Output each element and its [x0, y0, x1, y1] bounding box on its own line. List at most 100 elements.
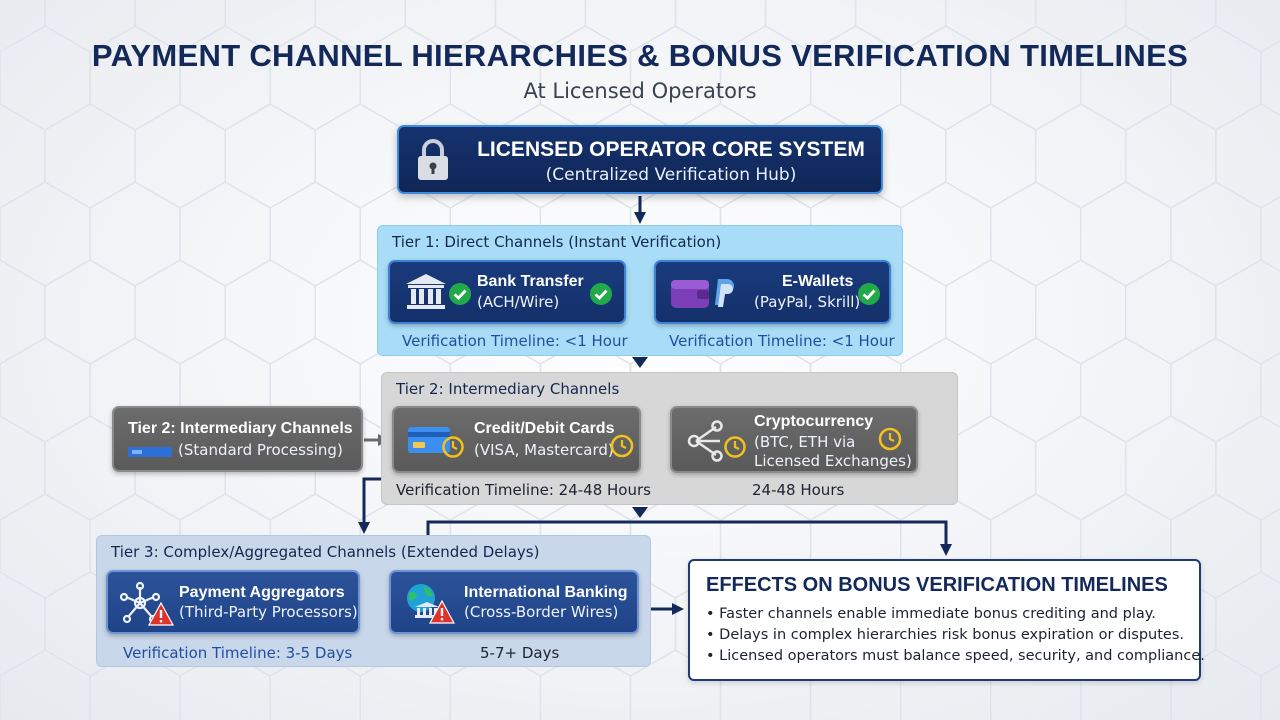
credit-debit-detail: (VISA, Mastercard) — [474, 441, 614, 459]
tier2-title: Tier 2: Intermediary Channels — [396, 380, 620, 398]
background-hexagon — [1170, 337, 1262, 443]
background-hexagon — [0, 415, 46, 521]
payment-aggregators-card: Payment Aggregators (Third-Party Process… — [106, 570, 360, 634]
background-hexagon — [224, 259, 316, 365]
cryptocurrency-timeline: 24-48 Hours — [752, 481, 845, 499]
wallet-icon — [671, 279, 734, 308]
clock-icon — [724, 436, 746, 458]
background-hexagon — [0, 259, 46, 365]
background-hexagon — [629, 649, 722, 720]
effects-item: Delays in complex hierarchies risk bonus… — [706, 625, 1205, 646]
background-hexagon — [134, 259, 226, 365]
background-hexagon — [0, 571, 46, 677]
tier2-side-card: Tier 2: Intermediary Channels (Standard … — [112, 406, 363, 472]
background-hexagon — [1080, 181, 1172, 287]
international-banking-card: International Banking (Cross-Border Wire… — [389, 570, 639, 634]
background-hexagon — [89, 181, 181, 287]
credit-debit-name: Credit/Debit Cards — [474, 420, 615, 437]
background-hexagon — [1080, 337, 1172, 443]
tier2-side-name: Tier 2: Intermediary Channels — [128, 420, 353, 437]
payment-aggregators-detail: (Third-Party Processors) — [179, 603, 358, 621]
background-hexagon — [314, 103, 406, 209]
warning-icon — [148, 602, 174, 626]
cryptocurrency-name: Cryptocurrency — [754, 413, 874, 430]
background-hexagon — [0, 337, 91, 443]
background-hexagon — [1260, 196, 1280, 272]
background-hexagon — [1170, 649, 1262, 720]
background-hexagon — [945, 259, 1037, 365]
bank-transfer-detail: (ACH/Wire) — [477, 293, 560, 311]
background-hexagon — [1035, 259, 1127, 365]
background-hexagon — [1125, 259, 1217, 365]
international-banking-timeline: 5-7+ Days — [480, 644, 560, 662]
effects-item: Faster channels enable immediate bonus c… — [706, 604, 1205, 625]
background-hexagon — [1125, 415, 1217, 521]
background-hexagon — [1035, 103, 1127, 209]
background-hexagon — [1215, 571, 1280, 677]
cryptocurrency-detail-line1: (BTC, ETH via — [754, 433, 856, 451]
page-title: PAYMENT CHANNEL HIERARCHIES & BONUS VERI… — [91, 38, 1189, 73]
warning-icon — [429, 600, 455, 624]
check-icon — [590, 283, 612, 305]
background-hexagon — [134, 103, 226, 209]
credit-card-icon — [408, 427, 450, 453]
background-hexagon — [990, 181, 1082, 287]
background-hexagon — [179, 181, 271, 287]
share-network-icon — [687, 420, 723, 462]
background-hexagon — [0, 103, 46, 209]
background-hexagon — [1170, 181, 1262, 287]
background-hexagon — [0, 493, 91, 599]
background-hexagon — [1125, 103, 1217, 209]
bank-transfer-timeline: Verification Timeline: <1 Hour — [402, 332, 628, 350]
clock-icon — [442, 436, 464, 458]
effects-list: Faster channels enable immediate bonus c… — [706, 604, 1205, 667]
background-hexagon — [1035, 415, 1127, 521]
bank-icon — [406, 274, 446, 309]
tier2-side-detail: (Standard Processing) — [178, 441, 343, 459]
background-hexagon — [269, 181, 361, 287]
background-hexagon — [1260, 664, 1280, 720]
effects-title: EFFECTS ON BONUS VERIFICATION TIMELINES — [706, 574, 1168, 596]
background-hexagon — [0, 649, 91, 720]
background-hexagon — [990, 337, 1082, 443]
background-hexagon — [1215, 415, 1280, 521]
lock-icon — [418, 139, 448, 180]
background-hexagon — [224, 103, 316, 209]
core-system-box: LICENSED OPERATOR CORE SYSTEM (Centraliz… — [397, 125, 883, 194]
background-hexagon — [1260, 352, 1280, 428]
background-hexagon — [1215, 259, 1280, 365]
background-hexagon — [0, 181, 91, 287]
international-banking-detail: (Cross-Border Wires) — [464, 603, 619, 621]
background-hexagon — [1260, 508, 1280, 584]
credit-debit-timeline: Verification Timeline: 24-48 Hours — [396, 481, 651, 499]
background-hexagon — [945, 103, 1037, 209]
check-icon — [858, 283, 880, 305]
globe-bank-icon — [407, 584, 439, 618]
bank-transfer-name: Bank Transfer — [477, 273, 584, 290]
card-reader-icon — [128, 447, 172, 457]
cryptocurrency-card: Cryptocurrency (BTC, ETH via Licensed Ex… — [670, 406, 918, 473]
ewallets-timeline: Verification Timeline: <1 Hour — [669, 332, 895, 350]
cryptocurrency-detail-line2: Licensed Exchanges) — [754, 452, 912, 470]
tier1-title: Tier 1: Direct Channels (Instant Verific… — [392, 233, 722, 251]
credit-debit-card: Credit/Debit Cards (VISA, Mastercard) — [392, 406, 641, 473]
core-subtitle: (Centralized Verification Hub) — [545, 165, 797, 185]
core-title: LICENSED OPERATOR CORE SYSTEM — [477, 138, 865, 161]
background-hexagon — [44, 103, 136, 209]
clock-icon — [878, 427, 902, 451]
payment-aggregators-name: Payment Aggregators — [179, 584, 345, 601]
bank-transfer-card: Bank Transfer (ACH/Wire) — [388, 260, 626, 324]
effects-box: EFFECTS ON BONUS VERIFICATION TIMELINES … — [688, 559, 1205, 681]
international-banking-name: International Banking — [464, 584, 628, 601]
ewallets-card: E-Wallets (PayPal, Skrill) — [654, 260, 891, 324]
payment-aggregators-timeline: Verification Timeline: 3-5 Days — [123, 644, 353, 662]
check-icon — [449, 283, 471, 305]
page-subtitle: At Licensed Operators — [523, 79, 757, 103]
ewallets-name: E-Wallets — [782, 273, 854, 290]
effects-item: Licensed operators must balance speed, s… — [706, 646, 1205, 667]
background-hexagon — [900, 181, 992, 287]
tier3-title: Tier 3: Complex/Aggregated Channels (Ext… — [111, 543, 540, 561]
background-hexagon — [1215, 103, 1280, 209]
background-hexagon — [945, 415, 1037, 521]
background-hexagon — [44, 259, 136, 365]
